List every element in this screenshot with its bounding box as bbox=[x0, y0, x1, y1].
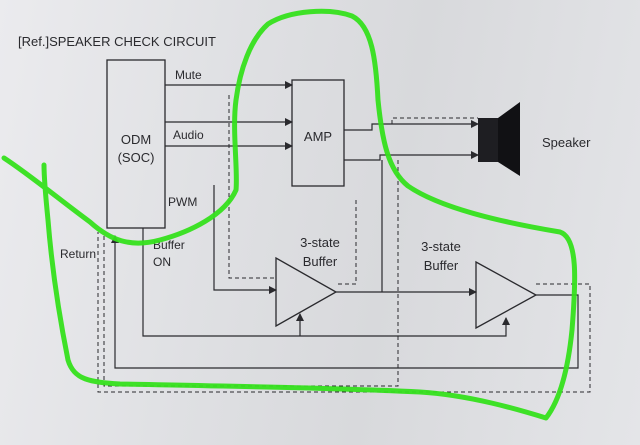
green-highlight-outline bbox=[1, 8, 578, 421]
buffer2-label-line2: Buffer bbox=[424, 258, 459, 273]
mute-signal-label: Mute bbox=[175, 68, 202, 82]
dashed-mute-tap bbox=[228, 95, 276, 279]
buffer1-label-line2: Buffer bbox=[303, 254, 338, 269]
pwm-wire bbox=[213, 185, 277, 294]
amp-output-wire-1 bbox=[344, 120, 479, 131]
diagram-title: [Ref.]SPEAKER CHECK CIRCUIT bbox=[18, 34, 216, 49]
soc-block bbox=[106, 59, 166, 229]
buffer-on-wire bbox=[142, 228, 510, 337]
dashed-speaker-tap-1 bbox=[391, 117, 478, 124]
amp-output-wire-2 bbox=[344, 151, 479, 161]
soc-label-line1: ODM bbox=[121, 132, 151, 147]
speaker-label: Speaker bbox=[542, 135, 591, 150]
pwm-signal-label: PWM bbox=[168, 195, 197, 209]
speaker-icon bbox=[478, 102, 520, 176]
audio-signal-label: Audio bbox=[173, 128, 204, 142]
amp-label: AMP bbox=[304, 129, 332, 144]
dashed-buffer1-tap bbox=[336, 200, 357, 285]
amp-block bbox=[291, 79, 345, 187]
dashed-return-wire bbox=[97, 232, 591, 393]
dashed-inner-return-wire bbox=[103, 196, 399, 387]
buffer-on-label-line2: ON bbox=[153, 255, 171, 269]
return-signal-label: Return bbox=[60, 247, 96, 261]
buffer2-label-line1: 3-state bbox=[421, 239, 461, 254]
soc-label-line2: (SOC) bbox=[118, 150, 155, 165]
buffer1-label-line1: 3-state bbox=[300, 235, 340, 250]
return-wire bbox=[111, 235, 579, 369]
